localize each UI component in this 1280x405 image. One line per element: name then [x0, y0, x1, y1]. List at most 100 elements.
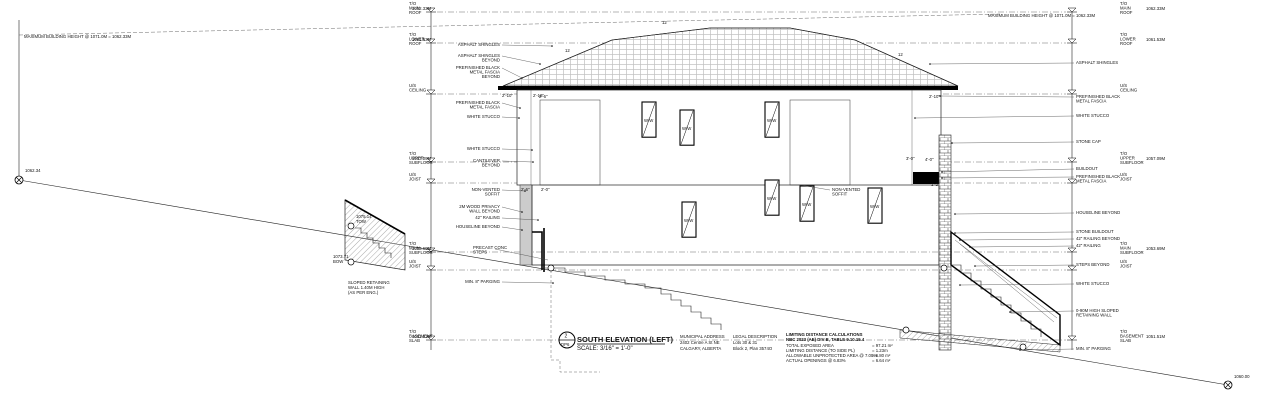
- right-callout: STEPS BEYOND: [1076, 262, 1109, 267]
- window-tag: W/W: [684, 218, 694, 223]
- level-elev-left: 1057.09M: [412, 156, 432, 161]
- left-callout: ASPHALT SHINGLES: [458, 42, 500, 47]
- roof-pitch-left: 12: [565, 48, 570, 53]
- level-elev-right: 1053.69M: [1146, 246, 1166, 251]
- dimension-tag: 2'-0": [541, 187, 550, 192]
- roof-pitch-top: 12: [662, 20, 667, 25]
- address-line2: CALGARY, ALBERTA: [680, 346, 721, 351]
- municipal-address: MUNICIPAL ADDRESS 2402 Centre A St NE CA…: [680, 334, 725, 351]
- limiting-distance-table: LIMITING DISTANCE CALCULATIONS NBC 2023 …: [786, 332, 893, 363]
- window-tag: W/W: [767, 118, 777, 123]
- dimension-tag: 2'-10": [929, 94, 940, 99]
- roof-pitch-right: 12: [898, 52, 903, 57]
- legal-heading: LEGAL DESCRIPTION: [733, 334, 777, 339]
- left-callout: WHITE STUCCO: [467, 146, 501, 151]
- right-callout: ASPHALT SHINGLES: [1076, 60, 1118, 65]
- dimension-tag: 4'-0": [925, 157, 934, 162]
- right-callout: BUILDOUT: [1076, 166, 1098, 171]
- left-callout: WHITE STUCCO: [467, 114, 501, 119]
- dimension-tag: 1'-2": [931, 182, 940, 187]
- dimension-tag: 2'-6": [521, 187, 530, 192]
- right-callout: 42" RAILING BEYOND: [1076, 236, 1120, 241]
- legal-line2: Block 2, Plan 3574O: [733, 346, 773, 351]
- level-elev-right: 1057.09M: [1146, 156, 1166, 161]
- limiting-row-value: = 97.21 m²: [872, 343, 893, 348]
- right-callout: HOUSELINE BEYOND: [1076, 210, 1120, 215]
- window-tag: W/W: [870, 204, 880, 209]
- title-name: SOUTH ELEVATION (LEFT): [577, 335, 673, 344]
- level-elev-right: 1061.53M: [1146, 37, 1166, 42]
- buildout-band: [913, 172, 941, 184]
- limiting-row-label: TOTAL EXPOSED AREA: [786, 343, 834, 348]
- level-elev-left: 1062.33M: [412, 6, 432, 11]
- window-tag: W/W: [682, 126, 692, 131]
- roof-fascia: [498, 86, 958, 90]
- right-callout: WHITE STUCCO: [1076, 281, 1110, 286]
- limiting-row-value: = 6.64 m²: [872, 358, 891, 363]
- window-tag: W/W: [644, 118, 654, 123]
- limiting-row-value: = 1.23m: [872, 348, 888, 353]
- right-callout: STONE CAP: [1076, 139, 1101, 144]
- limiting-sub: NBC 2023 (AE) DIV B, TABLE 9.10.15.4: [786, 337, 865, 342]
- spot-elev-right: 1060.00: [1234, 374, 1250, 379]
- dimension-tag: 2'-6": [539, 94, 548, 99]
- right-callout: STONE BUILDOUT: [1076, 229, 1114, 234]
- grade-line: 1062.34 1060.00: [14, 168, 1250, 390]
- window-tag: W/W: [767, 196, 777, 201]
- legal-description: LEGAL DESCRIPTION Lots 30 & 31 Block 2, …: [733, 334, 777, 351]
- spot-elev-left: 1062.34: [25, 168, 41, 173]
- limiting-row-label: LIMITING DISTANCE (TO SIDE PL): [786, 348, 855, 353]
- dimension-tag: 3'-0": [906, 156, 915, 161]
- dimension-tag: 2'-10": [502, 93, 513, 98]
- max-height-note-left: MAXIMUM BUILDING HEIGHT @ 1071.0M = 1062…: [24, 34, 132, 39]
- limiting-row-label: ACTUAL OPENINGS @ 6.83%: [786, 358, 846, 363]
- right-callout: 42" RAILING: [1076, 243, 1101, 248]
- address-heading: MUNICIPAL ADDRESS: [680, 334, 725, 339]
- level-elev-left: 1061.53M: [412, 37, 432, 42]
- level-elev-left: 1051.51M: [412, 334, 432, 339]
- title-marker-top: 2: [565, 334, 568, 340]
- limiting-row-value: = 6.80 m²: [872, 353, 891, 358]
- left-callout: MIN. 8" PARGING: [465, 279, 501, 284]
- level-elev-right: 1051.51M: [1146, 334, 1166, 339]
- right-callout: WHITE STUCCO: [1076, 113, 1110, 118]
- drawing-title: 2 DP6 SOUTH ELEVATION (LEFT) SCALE: 3/16…: [558, 331, 673, 352]
- limiting-heading: LIMITING DISTANCE CALCULATIONS: [786, 332, 863, 337]
- left-callout: 42" RAILING: [475, 215, 500, 220]
- level-elev-right: 1062.33M: [1146, 6, 1166, 11]
- max-height-note: MAXIMUM BUILDING HEIGHT @ 1071.0M = 1062…: [988, 13, 1096, 18]
- legal-line1: Lots 30 & 31: [733, 340, 758, 345]
- address-line1: 2402 Centre A St NE: [680, 340, 720, 345]
- upper-wall: [516, 89, 942, 186]
- right-callout: MIN. 8" PARGING: [1076, 346, 1112, 351]
- dimension-tag: 2'-10": [533, 93, 544, 98]
